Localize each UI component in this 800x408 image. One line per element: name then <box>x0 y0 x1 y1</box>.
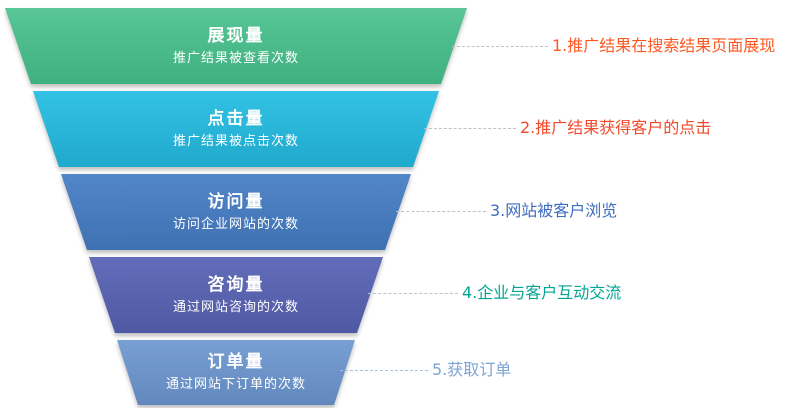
funnel-level-subtitle: 推广结果被查看次数 <box>172 50 299 66</box>
connector-line-3 <box>396 211 486 212</box>
connector-line-5 <box>340 370 428 371</box>
funnel-level-clicks: 点击量 推广结果被点击次数 <box>33 91 439 167</box>
funnel-level-inquiries: 咨询量 通过网站咨询的次数 <box>89 257 383 333</box>
funnel-level-title: 点击量 <box>207 108 265 129</box>
funnel-level-subtitle: 推广结果被点击次数 <box>172 133 299 149</box>
funnel-level-subtitle: 访问企业网站的次数 <box>172 216 299 232</box>
annotation-impressions: 1.推广结果在搜索结果页面展现 <box>552 36 776 55</box>
funnel-level-impressions: 展现量 推广结果被查看次数 <box>5 8 467 84</box>
funnel-level-shape: 点击量 推广结果被点击次数 <box>33 91 439 167</box>
funnel-level-subtitle: 通过网站下订单的次数 <box>165 377 306 392</box>
funnel-level-subtitle: 通过网站咨询的次数 <box>172 299 299 315</box>
funnel-level-title: 访问量 <box>207 191 265 212</box>
funnel-level-orders: 订单量 通过网站下订单的次数 <box>117 340 355 405</box>
connector-line-2 <box>424 128 516 129</box>
funnel-level-shape: 咨询量 通过网站咨询的次数 <box>89 257 383 333</box>
funnel-level-shape: 订单量 通过网站下订单的次数 <box>117 340 355 405</box>
funnel-level-title: 订单量 <box>207 352 265 372</box>
funnel-level-shape: 展现量 推广结果被查看次数 <box>5 8 467 84</box>
funnel-level-visits: 访问量 访问企业网站的次数 <box>61 174 411 250</box>
funnel-level-shape: 访问量 访问企业网站的次数 <box>61 174 411 250</box>
annotation-visits: 3.网站被客户浏览 <box>490 201 618 220</box>
annotation-inquiries: 4.企业与客户互动交流 <box>462 283 622 302</box>
annotation-orders: 5.获取订单 <box>432 360 512 379</box>
connector-line-4 <box>368 293 458 294</box>
funnel-level-title: 咨询量 <box>207 274 265 295</box>
annotation-clicks: 2.推广结果获得客户的点击 <box>520 118 712 137</box>
connector-line-1 <box>452 46 548 47</box>
funnel-level-title: 展现量 <box>207 25 265 46</box>
